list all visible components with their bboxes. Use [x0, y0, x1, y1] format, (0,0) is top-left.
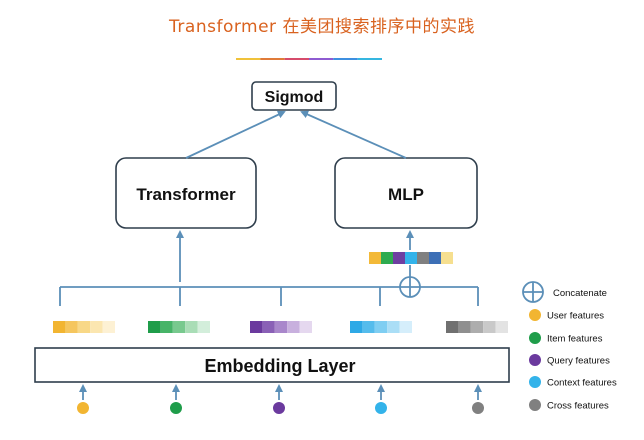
feature-bar-cell [458, 321, 471, 333]
feature-bar-cell [77, 321, 91, 333]
legend-item: Cross features [529, 399, 609, 412]
legend-item: Item features [529, 332, 603, 345]
sigmod-label: Sigmod [265, 89, 324, 106]
feature-bar-cell [185, 321, 198, 333]
feature-bar-cell [65, 321, 78, 333]
feature-bar-cell [250, 321, 263, 333]
legend-label: Cross features [547, 401, 609, 412]
feature-bar-cell [362, 321, 375, 333]
feature-inputs [77, 384, 484, 414]
feature-bar-cell [287, 321, 300, 333]
legend-label: User features [547, 311, 604, 322]
legend-swatch [529, 354, 541, 366]
feature-bar-cell [53, 321, 66, 333]
feature-bar-cell [495, 321, 508, 333]
legend-label: Query features [547, 356, 610, 367]
feature-bar-cell [160, 321, 173, 333]
feature-bar-cell [299, 321, 312, 333]
input-feature-dot [375, 402, 387, 414]
legend-swatch [529, 399, 541, 411]
legend-swatch [529, 309, 541, 321]
concat-vector-cell [429, 252, 441, 264]
concat-vector-cell [405, 252, 417, 264]
underline-segment [236, 58, 261, 60]
feature-bar-cell [399, 321, 412, 333]
feature-bar-cell [90, 321, 103, 333]
feature-bar-cell [350, 321, 363, 333]
cross-feature-bar [446, 321, 508, 333]
mlp-to-sigmod-arrow [300, 110, 407, 159]
context-feature-bar [350, 321, 412, 333]
input-feature-dot [273, 402, 285, 414]
legend-swatch [529, 376, 541, 388]
concat-vector-cell [369, 252, 381, 264]
feature-embedding-bars [53, 321, 508, 333]
embedding-layer-label: Embedding Layer [204, 356, 355, 376]
title-underline [236, 58, 382, 60]
underline-segment [333, 58, 358, 60]
embedding-layer-node: Embedding Layer [34, 347, 510, 383]
feature-bar-cell [470, 321, 484, 333]
mlp-label: MLP [388, 185, 424, 204]
feature-bar-cell [374, 321, 388, 333]
concatenate-operator [399, 276, 421, 298]
underline-segment [309, 58, 334, 60]
page-title: Transformer 在美团搜索排序中的实践 [169, 17, 475, 37]
transformer-node: Transformer [115, 157, 257, 229]
mlp-node: MLP [334, 157, 478, 229]
transformer-to-sigmod-arrow [185, 110, 286, 159]
user-feature-bar [53, 321, 115, 333]
legend-item: Context features [529, 376, 617, 389]
feature-bar-cell [262, 321, 275, 333]
legend-label: Context features [547, 378, 617, 389]
feature-bar-cell [102, 321, 115, 333]
input-feature-dot [77, 402, 89, 414]
sigmod-node: Sigmod [251, 81, 337, 111]
underline-segment [260, 58, 285, 60]
legend-concatenate: Concatenate [522, 281, 607, 303]
legend-swatch [529, 332, 541, 344]
legend-item: Query features [529, 354, 610, 367]
concat-vector-cell [441, 252, 453, 264]
concat-vector-cell [393, 252, 405, 264]
item-feature-bar [148, 321, 210, 333]
legend-item: User features [529, 309, 604, 322]
underline-segment [357, 58, 382, 60]
underline-segment [284, 58, 309, 60]
feature-bar-cell [197, 321, 210, 333]
concat-vector-cell [417, 252, 429, 264]
concat-vector [369, 252, 453, 264]
feature-bar-cell [446, 321, 459, 333]
feature-bar-cell [483, 321, 496, 333]
feature-bar-cell [148, 321, 161, 333]
legend-concatenate-label: Concatenate [553, 288, 607, 299]
feature-bar-cell [387, 321, 400, 333]
input-feature-dot [472, 402, 484, 414]
input-feature-dot [170, 402, 182, 414]
transformer-label: Transformer [136, 185, 236, 204]
legend-label: Item features [547, 334, 603, 345]
concat-vector-cell [381, 252, 393, 264]
feature-bar-cell [172, 321, 186, 333]
query-feature-bar [250, 321, 312, 333]
feature-bar-cell [274, 321, 288, 333]
